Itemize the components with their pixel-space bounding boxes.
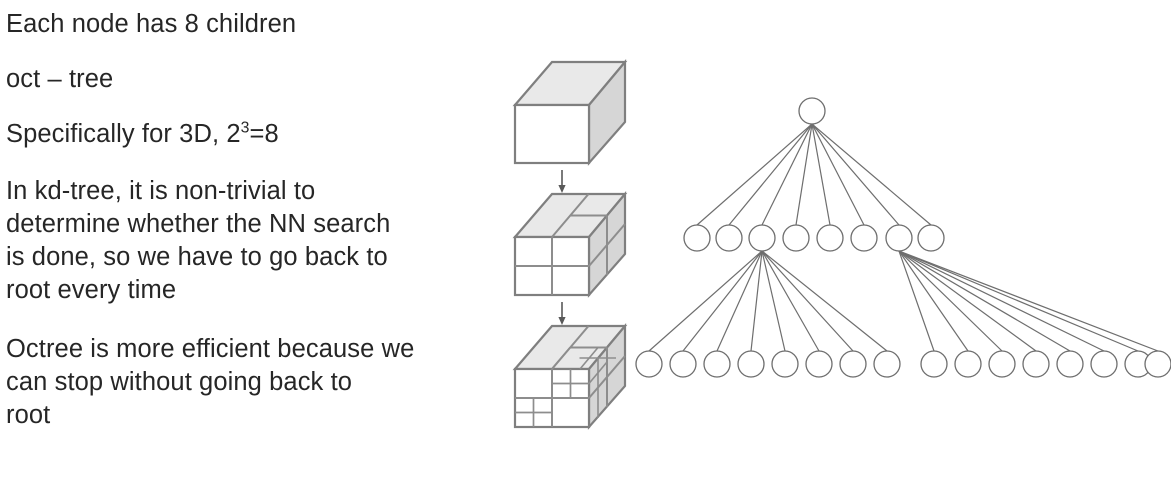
node-2-13[interactable]	[1056, 350, 1084, 378]
tree-edges-node-1-7-to-leaves	[898, 250, 1159, 352]
node-1-4[interactable]	[782, 224, 810, 252]
node-2-2[interactable]	[669, 350, 697, 378]
notes-text-column: Each node has 8 children oct – tree Spec…	[6, 0, 516, 432]
node-2-11[interactable]	[988, 350, 1016, 378]
tree-edges-root-to-level-1	[696, 123, 932, 226]
node-1-5[interactable]	[816, 224, 844, 252]
note-line-3-prefix: Specifically for 3D, 2	[6, 120, 241, 148]
node-root[interactable]	[798, 97, 826, 125]
node-2-3[interactable]	[703, 350, 731, 378]
cube-level-0	[512, 58, 628, 166]
node-1-6[interactable]	[850, 224, 878, 252]
cube-level-0-front-face	[513, 103, 591, 165]
node-2-10[interactable]	[954, 350, 982, 378]
note-line-4: In kd-tree, it is non-trivial to determi…	[6, 177, 391, 304]
octree-node-tree	[635, 97, 1171, 378]
node-1-7[interactable]	[885, 224, 913, 252]
cube-level-2	[512, 322, 628, 430]
node-2-7[interactable]	[839, 350, 867, 378]
node-1-3[interactable]	[748, 224, 776, 252]
cube-level-1	[512, 190, 628, 298]
node-2-5[interactable]	[771, 350, 799, 378]
arrow-level-1-to-2	[558, 302, 566, 325]
node-2-9[interactable]	[920, 350, 948, 378]
note-line-2: oct – tree	[6, 65, 114, 93]
note-line-3: Specifically for 3D, 23=8	[6, 118, 516, 151]
tree-edges-node-1-3-to-leaves	[648, 250, 888, 352]
cube-level-2-front-face	[513, 367, 591, 429]
node-1-2[interactable]	[715, 224, 743, 252]
node-1-8[interactable]	[917, 224, 945, 252]
node-1-1[interactable]	[683, 224, 711, 252]
note-line-3-exponent: 3	[240, 119, 250, 137]
node-2-14[interactable]	[1090, 350, 1118, 378]
tree-leaf-group-a	[635, 350, 901, 378]
node-2-16[interactable]	[1144, 350, 1171, 378]
note-line-3-suffix: =8	[249, 120, 279, 148]
node-2-4[interactable]	[737, 350, 765, 378]
note-line-1: Each node has 8 children	[6, 10, 297, 38]
node-2-8[interactable]	[873, 350, 901, 378]
node-2-1[interactable]	[635, 350, 663, 378]
node-2-12[interactable]	[1022, 350, 1050, 378]
tree-leaf-group-b	[920, 350, 1171, 378]
node-2-6[interactable]	[805, 350, 833, 378]
tree-level-1-nodes	[683, 224, 945, 252]
arrow-level-0-to-1	[558, 170, 566, 193]
note-line-5: Octree is more efficient because we can …	[6, 335, 415, 429]
cube-level-1-front-face	[513, 235, 591, 297]
